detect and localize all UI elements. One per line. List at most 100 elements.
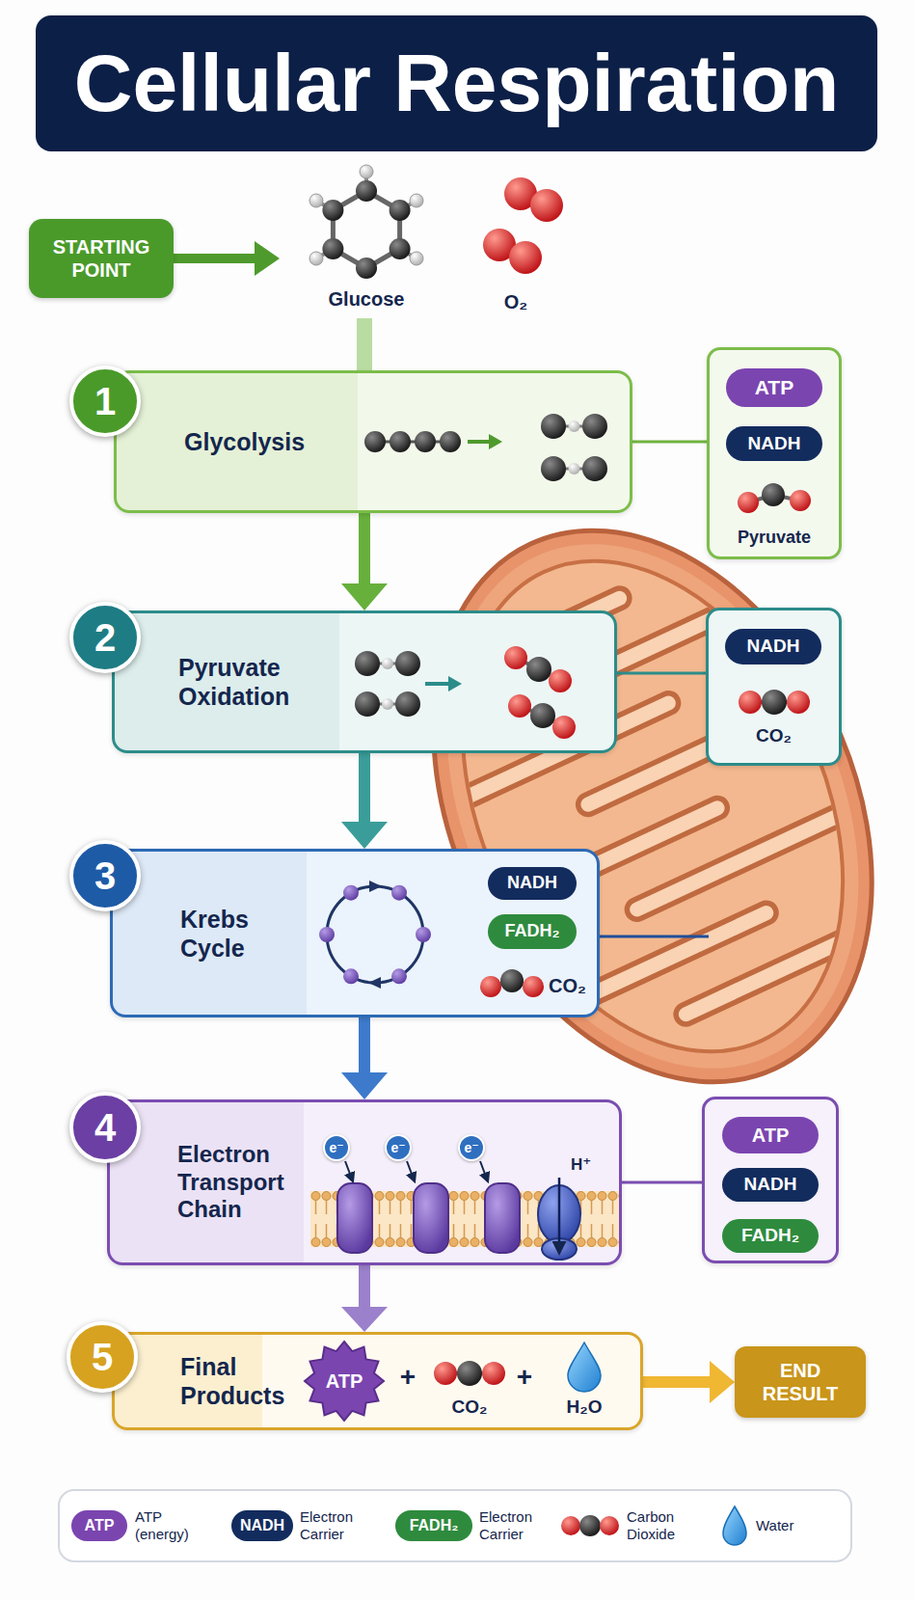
arrow-shaft: [358, 1017, 371, 1078]
protein-complex: [337, 1182, 373, 1253]
text-slot: 1: [73, 369, 137, 433]
text-slot: H⁺: [570, 1152, 610, 1178]
node-label: STARTING POINT: [34, 235, 168, 282]
cycle-arrow-head: [369, 880, 382, 892]
carbon-atom: [530, 702, 556, 728]
mitochondrion-link: [599, 935, 709, 939]
carbon-atom: [761, 483, 785, 507]
node-label: NADH: [507, 872, 558, 894]
text-slot: e⁻: [459, 1135, 484, 1159]
inner-membrane: [387, 499, 914, 1113]
process-box: Krebs CycleCO₂3NADHFADH₂: [109, 848, 600, 1018]
carbon-atom: [389, 238, 411, 260]
text-slot: Pyruvate Oxidation: [178, 613, 343, 751]
node-label: ATP: [754, 375, 794, 400]
flow-arrow: [341, 512, 388, 611]
hydrogen-atom: [359, 164, 374, 179]
carbon-atom: [457, 1360, 483, 1386]
molecule-label: H⁺: [570, 1155, 592, 1175]
carbon-atom: [500, 968, 524, 993]
node-label: ATP: [752, 1123, 790, 1147]
text-slot: CO₂: [548, 968, 597, 1002]
text-slot: ATP (energy): [134, 1492, 199, 1559]
text-slot: e⁻: [324, 1135, 349, 1159]
carbon-atom: [355, 180, 377, 202]
oxygen-atom: [508, 694, 532, 718]
protein-complex: [413, 1182, 449, 1253]
legend-swatch: NADH: [231, 1509, 294, 1541]
carbon-atom: [355, 257, 377, 279]
hydrogen-atom: [409, 193, 424, 208]
legend-swatch: ATP: [71, 1509, 128, 1541]
flow-arrow: [173, 241, 280, 276]
text-slot: 3: [73, 843, 137, 908]
text-slot: +: [392, 1360, 424, 1394]
carbon-atom: [389, 199, 411, 221]
oxygen-atom: [522, 975, 544, 997]
oxygen-atom: [786, 690, 810, 714]
carbon-atom: [526, 656, 552, 682]
diagram-title: Cellular Respiration: [74, 34, 840, 133]
carbon-atom: [579, 1514, 601, 1536]
oxygen-atom: [530, 188, 564, 222]
legend-text: Electron Carrier: [479, 1507, 563, 1543]
process-box: Electron Transport Chain4e⁻e⁻e⁻H⁺: [107, 1099, 622, 1265]
text-slot: NADH: [725, 628, 822, 665]
arrow-shaft: [173, 253, 260, 264]
hydrogen-atom: [381, 698, 394, 710]
oxygen-atom: [737, 491, 759, 513]
oxygen-atom: [504, 645, 528, 670]
text-slot: Electron Transport Chain: [177, 1102, 308, 1263]
arrow-head: [341, 583, 388, 611]
electron-circle: e⁻: [457, 1133, 485, 1161]
arrow-shaft: [621, 1181, 702, 1184]
arrow-head: [709, 1360, 735, 1403]
node-text: +: [516, 1360, 533, 1394]
text-slot: 2: [73, 605, 137, 670]
arrow-shaft: [358, 1264, 371, 1312]
node-label: NADH: [744, 1173, 798, 1196]
node-label: NADH: [747, 635, 801, 658]
node-label: CO₂: [755, 725, 792, 748]
pyruvate-oxidation-illustration: [114, 613, 615, 751]
oxidation-arrow-head: [448, 675, 462, 692]
cycle-dot: [415, 926, 431, 942]
carrier-pill: NADH: [487, 866, 577, 900]
text-slot: Pyruvate: [709, 523, 839, 553]
molecule-node: Glucose: [279, 160, 454, 319]
text-slot: Electron Carrier: [479, 1492, 563, 1559]
node-text: CO₂: [548, 973, 587, 997]
text-slot: +: [509, 1360, 540, 1394]
outer-membrane: [349, 458, 914, 1154]
node-label: 3: [94, 852, 116, 899]
electron-circle: e⁻: [384, 1133, 412, 1161]
node-label: FADH₂: [741, 1224, 800, 1247]
carbon-atom: [540, 456, 566, 482]
node-label: END RESULT: [740, 1358, 861, 1405]
flow-arrow: [617, 672, 706, 674]
carbon-atom: [414, 430, 436, 453]
text-slot: CO₂: [438, 1392, 501, 1422]
h-bonds: [316, 171, 417, 259]
process-box: Glycolysis1: [113, 370, 633, 513]
carbon-atom: [354, 650, 380, 676]
carbon-atom: [354, 691, 380, 717]
carrier-pill: ATP: [722, 1116, 819, 1154]
starburst-outline: [304, 1341, 384, 1421]
flow-arrow: [364, 318, 366, 371]
start-box: STARTING POINT: [28, 218, 174, 298]
oxygen-molecules: [483, 177, 564, 274]
output-box: CO₂ NADH: [705, 607, 842, 766]
flow-arrow: [621, 1182, 702, 1183]
carrier-pill: FADH₂: [722, 1218, 819, 1253]
hydrogen-atom: [309, 251, 323, 266]
text-slot: ATP: [303, 1340, 385, 1422]
cycle-arrow-head: [368, 976, 381, 989]
carbon-atom: [582, 456, 608, 482]
text-slot: H₂O: [553, 1392, 616, 1422]
hydrogen-atom: [309, 193, 323, 208]
intermembrane-space: [366, 477, 914, 1135]
arrow-shaft: [358, 752, 371, 828]
text-slot: Carbon Dioxide: [626, 1492, 716, 1559]
node-label: 2: [94, 614, 116, 661]
